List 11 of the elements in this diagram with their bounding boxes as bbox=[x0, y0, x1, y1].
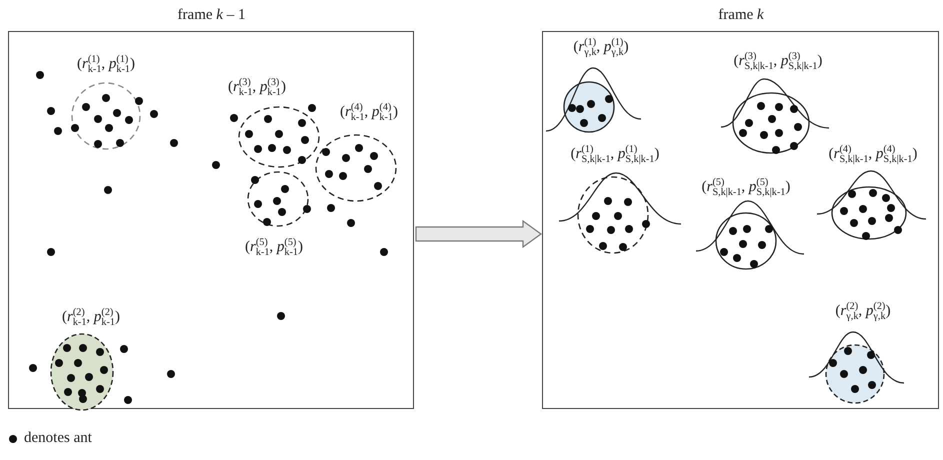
legend-text: denotes ant bbox=[24, 430, 92, 447]
frame-title: frame k bbox=[717, 7, 765, 24]
cluster-label: (r$_{γ,k}$$^{(1)}$, p$_{γ,k}$$^{(1)}$) bbox=[573, 40, 629, 55]
cluster-label: (r$_{γ,k}$$^{(2)}$, p$_{γ,k}$$^{(2)}$) bbox=[835, 304, 891, 319]
block-arrow bbox=[415, 220, 542, 248]
cluster-label: (r$_{k-1}$$^{(4)}$, p$_{k-1}$$^{(4)}$) bbox=[340, 105, 398, 120]
cluster-label: (r$_{k-1}$$^{(3)}$, p$_{k-1}$$^{(3)}$) bbox=[228, 80, 286, 95]
cluster-label: (r$_{k-1}$$^{(5)}$, p$_{k-1}$$^{(5)}$) bbox=[244, 240, 304, 255]
cluster-label: (r$_{k-1}$$^{(1)}$, p$_{k-1}$$^{(1)}$) bbox=[76, 57, 136, 72]
frame-title: frame k – 1 bbox=[176, 7, 246, 24]
cluster-label: (r$_{k-1}$$^{(2)}$, p$_{k-1}$$^{(2)}$) bbox=[62, 310, 120, 325]
